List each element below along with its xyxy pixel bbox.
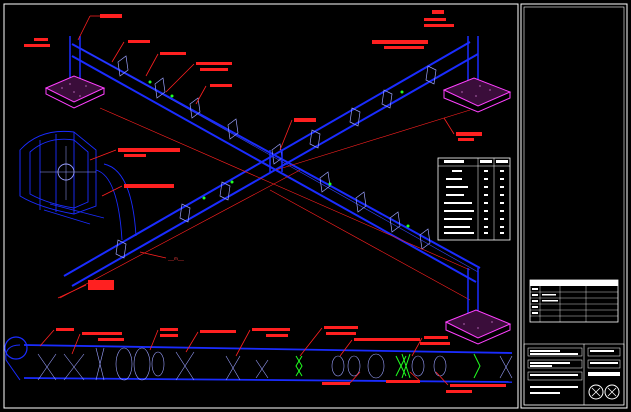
title-block-info (523, 343, 625, 406)
title-block-schedule (529, 279, 619, 323)
inlet-crosshair (40, 146, 96, 200)
pipe-run-diagonal-up (63, 41, 479, 287)
support-top-left (44, 75, 106, 109)
legend-table (437, 157, 511, 241)
drawing-frame (3, 3, 628, 409)
support-bottom-right (444, 309, 512, 345)
centerlines (59, 107, 471, 301)
risers (69, 36, 479, 318)
inlet-structure (19, 130, 137, 241)
dimension-text: ___m___ (167, 256, 185, 261)
pipe-run-diagonal-down (71, 43, 481, 283)
annotations: ___m___ (24, 10, 506, 393)
support-top-right (442, 77, 512, 113)
pipe-elevation (4, 336, 513, 383)
